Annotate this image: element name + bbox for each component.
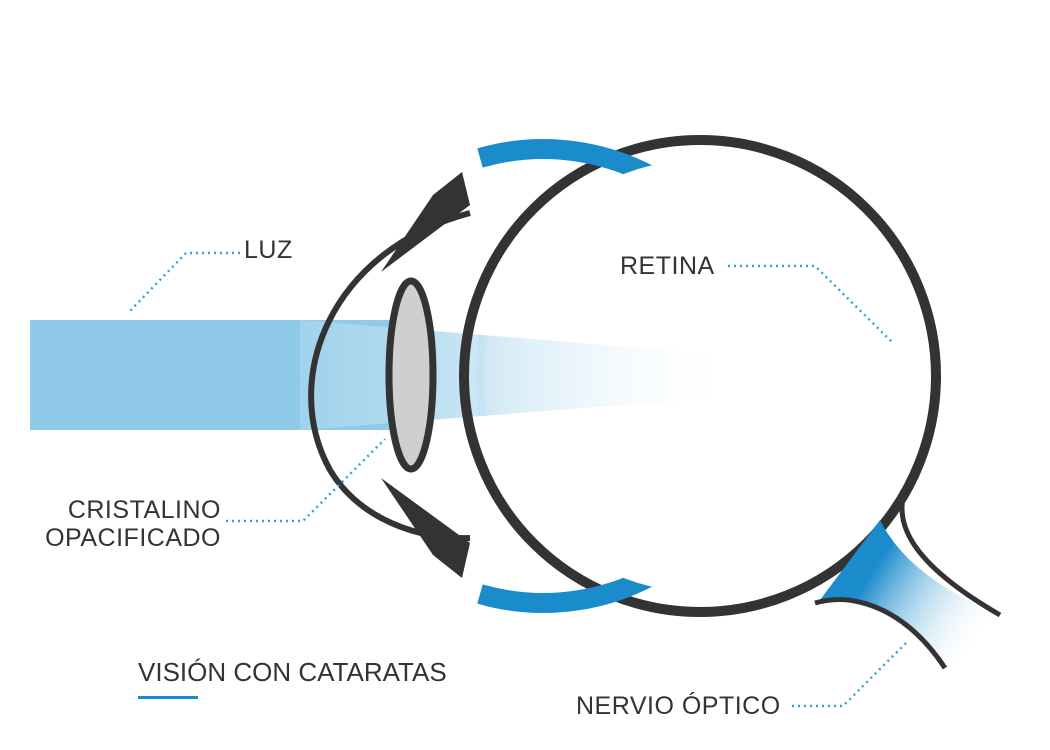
diagram-title: VISIÓN CON CATARATAS — [138, 657, 447, 687]
sclera-outline — [459, 135, 941, 617]
label-cristalino-opacificado: CRISTALINO OPACIFICADO — [45, 496, 221, 552]
optic-nerve-lower-edge — [814, 597, 948, 670]
optic-nerve-upper-edge — [899, 489, 1002, 618]
opacified-lens — [385, 277, 437, 473]
iris-lower — [381, 478, 470, 578]
optic-nerve — [820, 520, 1000, 668]
iris-upper — [381, 172, 470, 272]
label-cristalino-line2: OPACIFICADO — [45, 524, 221, 552]
leader-line-nervio — [792, 641, 908, 708]
leader-line-luz — [127, 251, 240, 314]
label-cristalino-line1: CRISTALINO — [67, 496, 221, 524]
label-nervio-optico: NERVIO ÓPTICO — [576, 692, 781, 720]
label-retina: RETINA — [620, 252, 715, 280]
leader-line-cristalino — [226, 438, 386, 523]
title-underline — [138, 696, 198, 699]
label-luz: LUZ — [244, 236, 293, 264]
cornea-outline — [308, 210, 471, 542]
